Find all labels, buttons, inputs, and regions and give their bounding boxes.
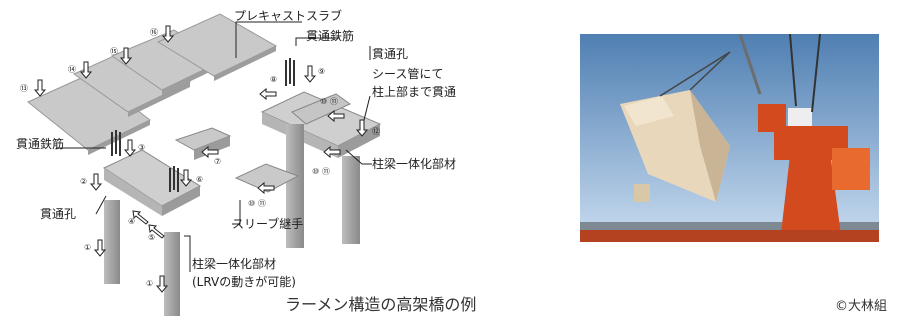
column-right-1	[286, 124, 304, 248]
number-2: ②	[80, 177, 87, 186]
figure-caption: ラーメン構造の高架橋の例	[285, 295, 477, 314]
arrow-16	[161, 25, 175, 43]
number-4: ④	[128, 217, 135, 226]
arrow-15	[119, 47, 133, 65]
label-rebar-top: 貫通鉄筋	[306, 28, 354, 43]
label-sheath-2: 柱上部まで貫通	[372, 84, 456, 99]
arrow-10-11-c	[257, 181, 275, 195]
number-5: ⑤	[148, 233, 155, 242]
leader-rebar-top	[295, 37, 340, 46]
beam-lower-right	[234, 163, 300, 193]
number-1b: ①	[146, 279, 153, 288]
label-rebar-left: 貫通鉄筋	[16, 136, 64, 151]
label-sheath-1: シース管にて	[372, 66, 443, 81]
beam-mid-right	[291, 93, 351, 125]
label-sleeve-joint: スリーブ継手	[232, 216, 303, 231]
number-13: ⑬	[20, 84, 28, 93]
label-beam-column-right: 柱梁一体化部材	[372, 156, 456, 171]
label-through-hole-top: 貫通孔	[372, 47, 408, 61]
number-7: ⑦	[214, 157, 221, 166]
leader-slab	[235, 21, 302, 58]
arrow-2	[89, 173, 103, 191]
number-10c: ⑩	[248, 199, 255, 208]
number-3: ③	[138, 143, 145, 152]
rebar-bundle-top	[285, 58, 295, 86]
number-9: ⑨	[318, 67, 325, 76]
leader-sleeve	[232, 200, 241, 225]
construction-diagram: プレキャストスラブ 貫通鉄筋 貫通孔 シース管にて 柱上部まで貫通 柱梁一体化部…	[16, 8, 456, 316]
arrow-1b	[155, 275, 169, 293]
column-right-2	[342, 156, 360, 244]
leader-hole-left	[95, 195, 107, 215]
number-11a: ⑪	[330, 97, 338, 106]
arrow-9	[303, 65, 317, 83]
number-10a: ⑩	[320, 97, 327, 106]
arrow-8	[259, 87, 277, 101]
arrow-5	[148, 224, 165, 239]
arrow-10-11-b	[323, 145, 341, 159]
arrow-3	[123, 139, 137, 157]
number-12: ⑫	[372, 127, 380, 136]
number-8: ⑧	[270, 75, 277, 84]
arrow-6	[179, 169, 193, 187]
label-through-hole-left: 貫通孔	[40, 207, 76, 221]
leader-beam-col-right	[345, 149, 372, 165]
number-11b: ⑪	[322, 167, 330, 176]
arrow-10-11-a	[327, 109, 345, 123]
slab-4	[156, 13, 278, 81]
beam-left	[102, 149, 202, 216]
number-16: ⑯	[150, 28, 158, 37]
number-14: ⑭	[68, 65, 76, 74]
copyright-credit: ©大林組	[834, 299, 887, 314]
arrow-7	[201, 145, 219, 159]
arrow-4	[132, 210, 149, 225]
leader-beam-col-bottom	[184, 235, 191, 272]
rebar-bundle-mid	[169, 166, 179, 192]
number-1a: ①	[84, 243, 91, 252]
number-15: ⑮	[110, 47, 118, 56]
construction-photo	[580, 34, 879, 242]
arrow-1a	[93, 239, 107, 257]
crane	[580, 104, 879, 242]
rebar-bundle-left	[111, 130, 121, 156]
column-left-1	[104, 200, 120, 284]
label-beam-column-bottom: 柱梁一体化部材	[192, 256, 276, 271]
precast-member	[620, 51, 731, 202]
arrow-14	[79, 61, 93, 79]
arrow-12	[355, 119, 369, 137]
leader-sheath	[363, 95, 371, 121]
column-left-2	[164, 232, 180, 316]
arrow-13	[33, 79, 47, 97]
number-10b: ⑩	[312, 167, 319, 176]
beam-small	[174, 127, 232, 160]
label-lrv: (LRVの動きが可能)	[192, 274, 296, 289]
number-6: ⑥	[196, 175, 203, 184]
number-11c: ⑪	[258, 199, 266, 208]
label-precast-slab: プレキャストスラブ	[234, 8, 342, 23]
